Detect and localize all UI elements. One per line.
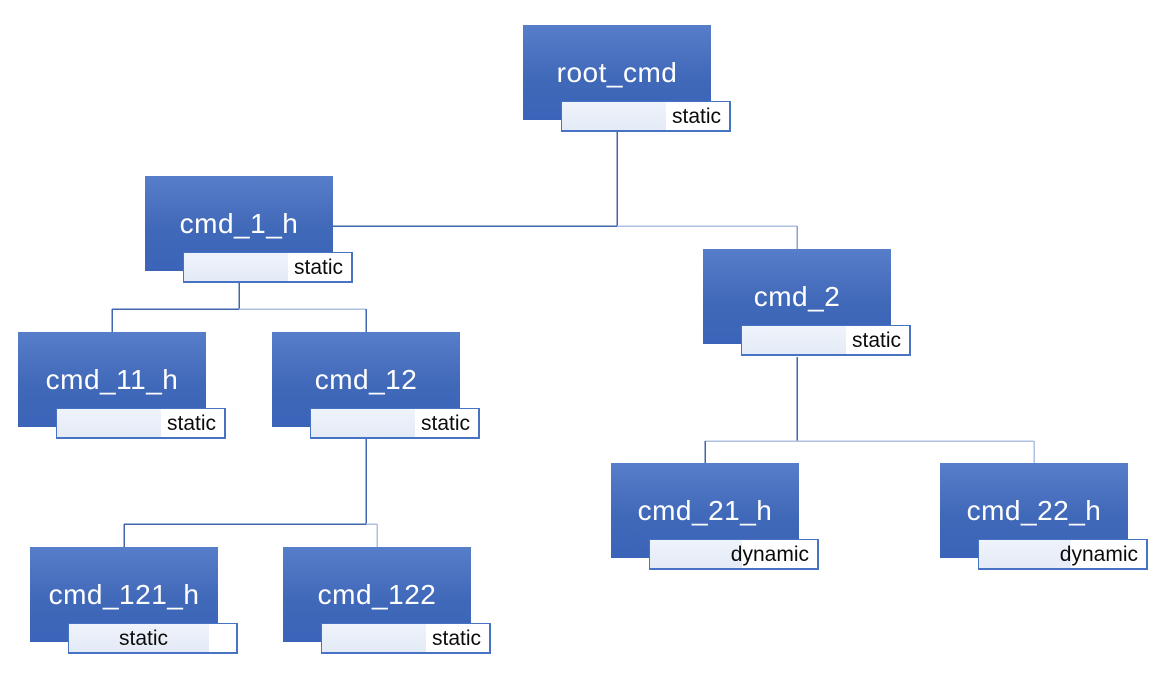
badge-text: static [166, 411, 216, 435]
badge-text: static [431, 626, 481, 650]
badge-text: static [671, 104, 721, 128]
node-title: cmd_1_h [179, 207, 299, 239]
node-title: cmd_12 [314, 363, 418, 395]
badge-fill-bar [57, 409, 161, 437]
node-badge: static [321, 623, 491, 654]
badge-text: static [118, 626, 168, 650]
badge-text: static [293, 255, 343, 279]
badge-text: static [851, 328, 901, 352]
badge-fill-bar [742, 326, 846, 354]
node-badge: static [741, 325, 911, 356]
badge-text: dynamic [1059, 542, 1138, 566]
node-title: cmd_21_h [637, 494, 773, 526]
node-title: cmd_22_h [966, 494, 1102, 526]
org-node-cmd_11_h[interactable]: cmd_11_h static [18, 332, 226, 458]
node-badge: static [68, 623, 238, 654]
node-badge: static [183, 252, 353, 283]
badge-fill-bar [650, 540, 742, 568]
badge-fill-bar [322, 624, 426, 652]
node-title: cmd_121_h [48, 578, 200, 610]
node-badge: dynamic [649, 539, 819, 570]
node-badge: dynamic [978, 539, 1148, 570]
org-node-cmd_121_h[interactable]: cmd_121_h static [30, 547, 238, 673]
org-node-cmd_1_h[interactable]: cmd_1_h static [145, 176, 353, 302]
badge-fill-bar [979, 540, 1071, 568]
node-title: root_cmd [556, 56, 678, 88]
badge-text: dynamic [730, 542, 809, 566]
badge-fill-bar [311, 409, 415, 437]
node-title-box[interactable]: root_cmd [523, 25, 711, 120]
badge-fill-bar [69, 624, 210, 652]
org-node-cmd_122[interactable]: cmd_122 static [283, 547, 491, 673]
org-node-cmd_12[interactable]: cmd_12 static [272, 332, 480, 458]
node-title: cmd_11_h [45, 363, 179, 395]
org-node-root_cmd[interactable]: root_cmd static [523, 25, 731, 151]
badge-fill-bar [562, 102, 666, 130]
node-title: cmd_122 [317, 578, 437, 610]
node-badge: static [561, 101, 731, 132]
node-badge: static [56, 408, 226, 439]
badge-fill-bar [184, 253, 288, 281]
node-title: cmd_2 [753, 280, 841, 312]
org-node-cmd_2[interactable]: cmd_2 static [703, 249, 911, 375]
org-node-cmd_21_h[interactable]: cmd_21_h dynamic [611, 463, 819, 589]
node-badge: static [310, 408, 480, 439]
badge-text: static [420, 411, 470, 435]
org-node-cmd_22_h[interactable]: cmd_22_h dynamic [940, 463, 1148, 589]
